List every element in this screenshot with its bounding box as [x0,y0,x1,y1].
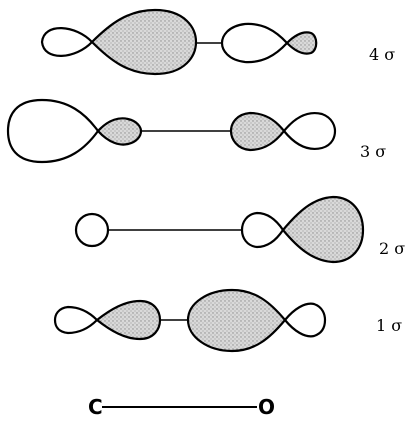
mo-label-1sigma: 1 σ [376,316,402,335]
lobe-1sigma-o-inner [186,288,287,353]
lobe-2sigma-c [74,212,110,248]
lobe-4sigma-o-inner [220,22,289,64]
lobe-2sigma-o-outer [281,195,365,264]
lobe-1sigma-c-outer [53,305,99,335]
orbital-3sigma: 3 σ [6,98,386,164]
lobe-4sigma-c-outer [40,27,94,57]
mo-label-3sigma: 3 σ [360,142,386,161]
co-axis: C O [88,395,275,419]
lobe-1sigma-o-outer [283,302,327,338]
atom-label-c: C [88,395,103,419]
lobe-1sigma-c-inner [95,299,162,341]
atom-label-o: O [258,395,275,419]
orbital-2sigma: 2 σ [74,195,405,264]
orbital-1sigma: 1 σ [53,288,402,353]
lobe-4sigma-c-inner [90,8,198,76]
lobe-4sigma-o-outer [285,31,318,55]
mo-label-2sigma: 2 σ [379,239,405,258]
orbital-4sigma: 4 σ [40,8,395,76]
lobe-3sigma-c-outer [6,98,100,164]
lobe-3sigma-o-inner [229,111,286,152]
lobe-3sigma-o-outer [282,112,337,150]
lobe-2sigma-o-inner [240,211,285,249]
mo-label-4sigma: 4 σ [369,45,395,64]
lobe-3sigma-c-inner [96,117,143,146]
